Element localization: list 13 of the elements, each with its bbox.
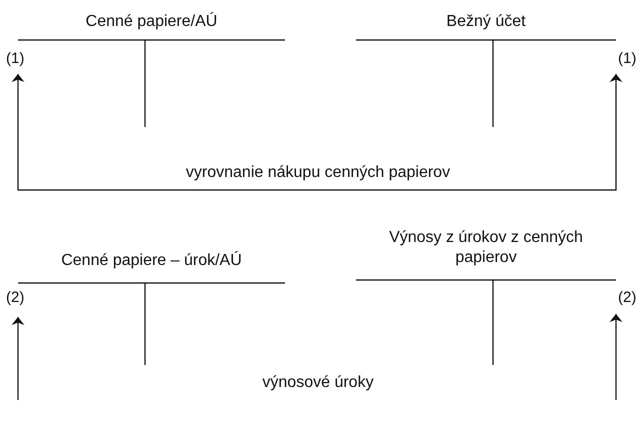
arrow xyxy=(610,314,622,400)
arrow xyxy=(12,317,24,400)
account-title: Výnosy z úrokov z cenných papierov xyxy=(388,228,584,268)
account-title: Cenné papiere/AÚ xyxy=(84,12,218,32)
entry-number: (2) xyxy=(6,289,24,307)
entry-label: výnosové úroky xyxy=(261,373,375,393)
account-title: Bežný účet xyxy=(445,12,527,32)
entry-number: (1) xyxy=(618,50,636,68)
account-title: Cenné papiere – úrok/AÚ xyxy=(60,251,243,271)
arrow xyxy=(12,74,622,191)
entry-number: (2) xyxy=(618,289,636,307)
entry-number: (1) xyxy=(6,50,24,68)
edge-label: vyrovnanie nákupu cenných papierov xyxy=(184,163,452,183)
